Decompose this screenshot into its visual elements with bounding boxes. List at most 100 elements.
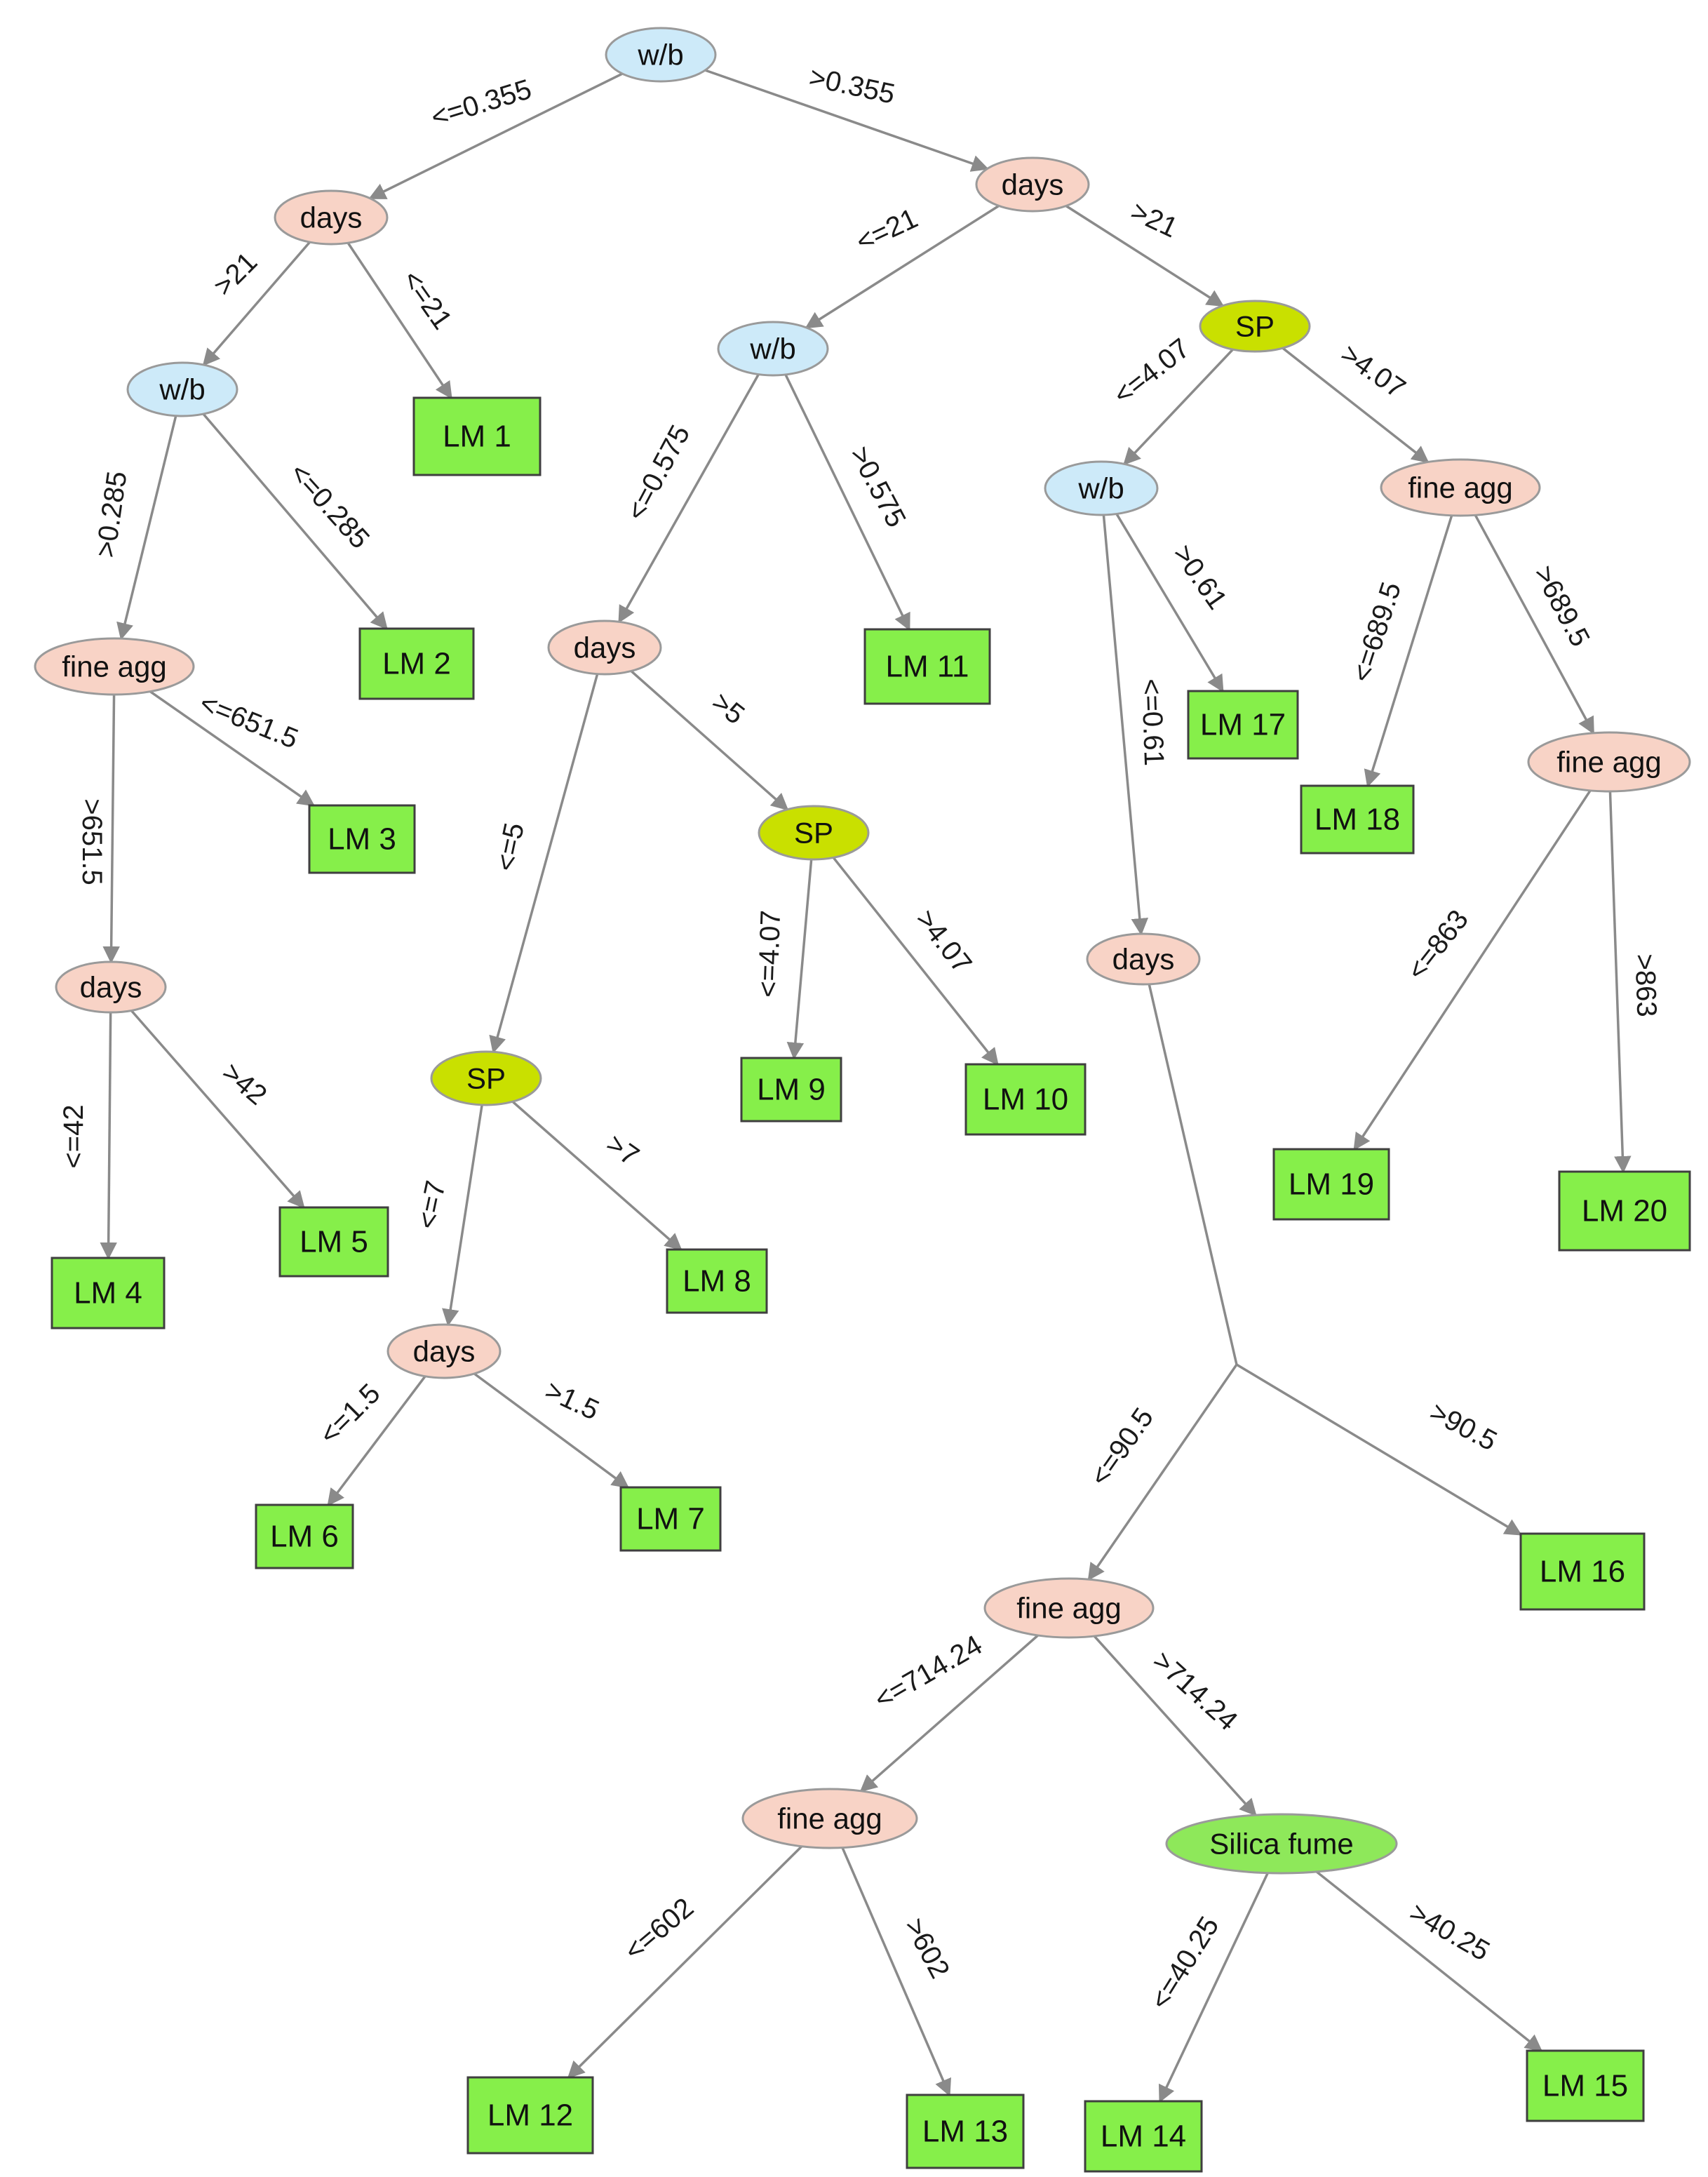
edge-label: <=1.5 [314, 1378, 386, 1450]
node-days-n_days_l: days [274, 189, 389, 246]
node-fine-agg-n_fa_r: fine agg [1380, 458, 1541, 517]
edge-n_sf-to-lm14 [1158, 1872, 1269, 2103]
node-oval [126, 361, 238, 417]
edge-n_wb_l-to-n_fa_l [116, 415, 177, 641]
node-oval [1527, 731, 1691, 793]
edge-n_days_l-to-lm1 [347, 242, 452, 400]
node-oval [1199, 300, 1311, 353]
edge-label: >0.285 [90, 469, 133, 559]
edges-layer [100, 69, 1632, 2103]
node-fine-agg-n_fa_b2: fine agg [741, 1788, 918, 1849]
edge-n_days_r-to-n_wb_m [805, 204, 1000, 329]
leaf-lm5: LM 5 [278, 1206, 389, 1278]
node-wb-n_wb_r: w/b [1044, 460, 1159, 516]
edge-n_fa_r-to-lm18 [1364, 515, 1453, 788]
node-oval [55, 960, 167, 1014]
node-oval [717, 321, 829, 377]
node-oval [1380, 458, 1541, 517]
node-label: fine agg [1556, 746, 1661, 779]
node-oval [758, 805, 870, 861]
edge-label: <=21 [852, 203, 922, 257]
edge-n_wb_root-to-n_days_r [704, 69, 989, 172]
edge-n_fa_r2-to-lm19 [1353, 789, 1592, 1151]
edge-n_wb_r-to-lm17 [1115, 513, 1224, 693]
node-oval [741, 1788, 918, 1849]
leaf-lm15: LM 15 [1526, 2049, 1645, 2122]
edge-label: <=40.25 [1144, 1911, 1225, 2015]
edge-n_wb_root-to-n_days_l [368, 72, 623, 200]
leaf-box [964, 1063, 1087, 1136]
leaf-lm18: LM 18 [1300, 784, 1415, 855]
edge-n_sp_r-to-n_wb_r [1123, 348, 1235, 466]
edge-label: >689.5 [1528, 561, 1596, 652]
leaf-box [278, 1206, 389, 1278]
edge-label: >5 [706, 686, 750, 730]
leaf-lm16: LM 16 [1519, 1532, 1646, 1611]
edge-label: <=4.07 [753, 910, 786, 998]
edge-label: >21 [208, 246, 263, 302]
leaf-lm14: LM 14 [1084, 2100, 1203, 2173]
edge-split_pt-to-lm16 [1236, 1363, 1523, 1536]
edge-label: <=4.07 [1108, 333, 1195, 410]
edge-n_days_m-to-n_sp_m2 [489, 674, 599, 1054]
leaf-label: LM 6 [270, 1520, 339, 1554]
node-label: SP [794, 817, 833, 850]
leaf-label: LM 19 [1289, 1167, 1374, 1202]
edge-label: >0.61 [1167, 539, 1233, 615]
edge-label: <=0.61 [1136, 678, 1169, 767]
leaf-box [1519, 1532, 1646, 1611]
edge-label: >0.575 [844, 441, 912, 532]
leaf-box [863, 628, 991, 705]
edge-n_days_l2-to-lm4 [100, 1012, 117, 1260]
edge-n_days_m-to-n_sp_m [630, 670, 789, 811]
edge-label: <=651.5 [196, 688, 303, 755]
edge-n_days_m2-to-lm6 [327, 1375, 426, 1506]
edge-label: >4.07 [1335, 338, 1411, 404]
node-label: w/b [749, 333, 795, 366]
edge-n_days_r2-to-split_pt [1148, 984, 1238, 1365]
node-days-n_days_m2: days [386, 1323, 502, 1379]
leaf-label: LM 2 [382, 647, 451, 681]
edge-label: <=90.5 [1084, 1402, 1159, 1492]
edge-n_fa_b2-to-lm13 [841, 1847, 951, 2097]
edge-n_days_l2-to-lm5 [130, 1010, 305, 1209]
edge-label: >42 [216, 1057, 272, 1111]
edge-label: >90.5 [1425, 1396, 1502, 1456]
leaf-label: LM 17 [1200, 708, 1286, 742]
node-oval [274, 189, 389, 246]
edge-n_days_r-to-n_sp_r [1065, 204, 1225, 307]
leaf-label: LM 9 [757, 1073, 826, 1107]
edge-label: >7 [600, 1128, 645, 1172]
leaf-box [412, 396, 542, 476]
edge-split_pt-to-n_fa_b [1087, 1364, 1238, 1581]
edge-n_sp_m2-to-n_days_m2 [442, 1104, 483, 1327]
leaf-box [1187, 690, 1299, 760]
leaf-label: LM 16 [1540, 1555, 1625, 1589]
leaf-label: LM 7 [636, 1502, 705, 1536]
leaf-label: LM 11 [885, 650, 969, 684]
node-label: fine agg [777, 1802, 882, 1835]
node-label: fine agg [62, 650, 166, 683]
edge-n_fa_b-to-n_sf [1093, 1635, 1257, 1816]
node-oval [1165, 1813, 1398, 1875]
edge-label: >714.24 [1147, 1645, 1244, 1736]
leaf-lm6: LM 6 [255, 1503, 354, 1569]
edge-label: <=5 [490, 820, 530, 874]
leaf-label: LM 4 [74, 1276, 142, 1311]
node-label: days [1002, 168, 1064, 201]
edge-label: <=714.24 [869, 1629, 987, 1715]
node-oval [430, 1050, 542, 1106]
node-label: days [300, 201, 363, 234]
node-silica-n_sf: Silica fume [1165, 1813, 1398, 1875]
leaf-label: LM 18 [1314, 803, 1400, 837]
leaf-box [1300, 784, 1415, 855]
leaf-box [1272, 1148, 1390, 1221]
leaf-label: LM 5 [300, 1225, 368, 1259]
node-wb-n_wb_m: w/b [717, 321, 829, 377]
edge-label: <=689.5 [1346, 578, 1407, 685]
edge-n_wb_r-to-n_days_r2 [1102, 514, 1149, 936]
node-wb-n_wb_l: w/b [126, 361, 238, 417]
edge-label: >863 [1629, 953, 1662, 1018]
edge-label: >651.5 [76, 798, 107, 885]
edge-labels-layer: <=0.355>0.355>21<=21>0.285<=0.285<=651.5… [58, 62, 1662, 2015]
